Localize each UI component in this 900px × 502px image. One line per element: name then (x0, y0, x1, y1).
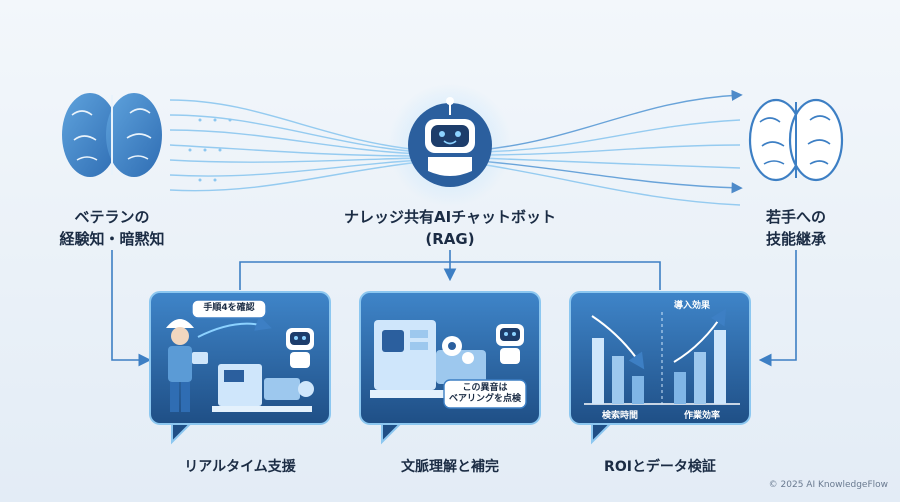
label-left-line2: 経験知・暗黙知 (59, 230, 165, 248)
bubble-text-context: この異音は ベアリングを点検 (444, 383, 526, 405)
bubble-text-context-line1: この異音は (462, 383, 508, 393)
panel-roi (569, 291, 751, 445)
bubble-text-context-line2: ベアリングを点検 (448, 394, 521, 404)
machine-icon (212, 364, 314, 412)
label-left: ベテランの 経験知・暗黙知 (52, 206, 172, 250)
robot-icon-small-2 (496, 324, 524, 364)
label-left-line1: ベテランの (74, 208, 150, 226)
panel-realtime (149, 291, 331, 445)
bubble-text-realtime: 手順4を確認 (203, 303, 255, 313)
label-center-line2: (RAG) (425, 230, 475, 248)
label-right-line2: 技能継承 (765, 230, 826, 248)
label-center-line1: ナレッジ共有AIチャットボット (343, 208, 557, 226)
brain-icon-left (62, 93, 162, 177)
chart-label-search: 検索時間 (601, 411, 638, 421)
chart-label-effect: 導入効果 (673, 301, 710, 311)
worker-icon (166, 319, 208, 412)
caption-roi: ROIとデータ検証 (604, 459, 716, 475)
flow-lines (169, 89, 743, 206)
caption-context: 文脈理解と補完 (401, 459, 499, 475)
flow-dots (188, 118, 232, 182)
brain-icon-right (748, 98, 844, 182)
panel-connectors (111, 250, 797, 367)
label-right: 若手への 技能継承 (736, 206, 856, 250)
caption-realtime: リアルタイム支援 (184, 459, 296, 475)
label-center: ナレッジ共有AIチャットボット (RAG) (320, 206, 580, 250)
chart-icon (584, 308, 740, 405)
robot-icon-small (286, 328, 314, 368)
gear-icon (442, 336, 474, 364)
chart-label-work: 作業効率 (683, 411, 720, 421)
label-right-line1: 若手への (765, 208, 826, 226)
panel-context (359, 291, 541, 445)
machine-icon-2 (370, 320, 496, 398)
copyright-text: © 2025 AI KnowledgeFlow (768, 480, 888, 490)
robot-icon-center (388, 83, 512, 207)
